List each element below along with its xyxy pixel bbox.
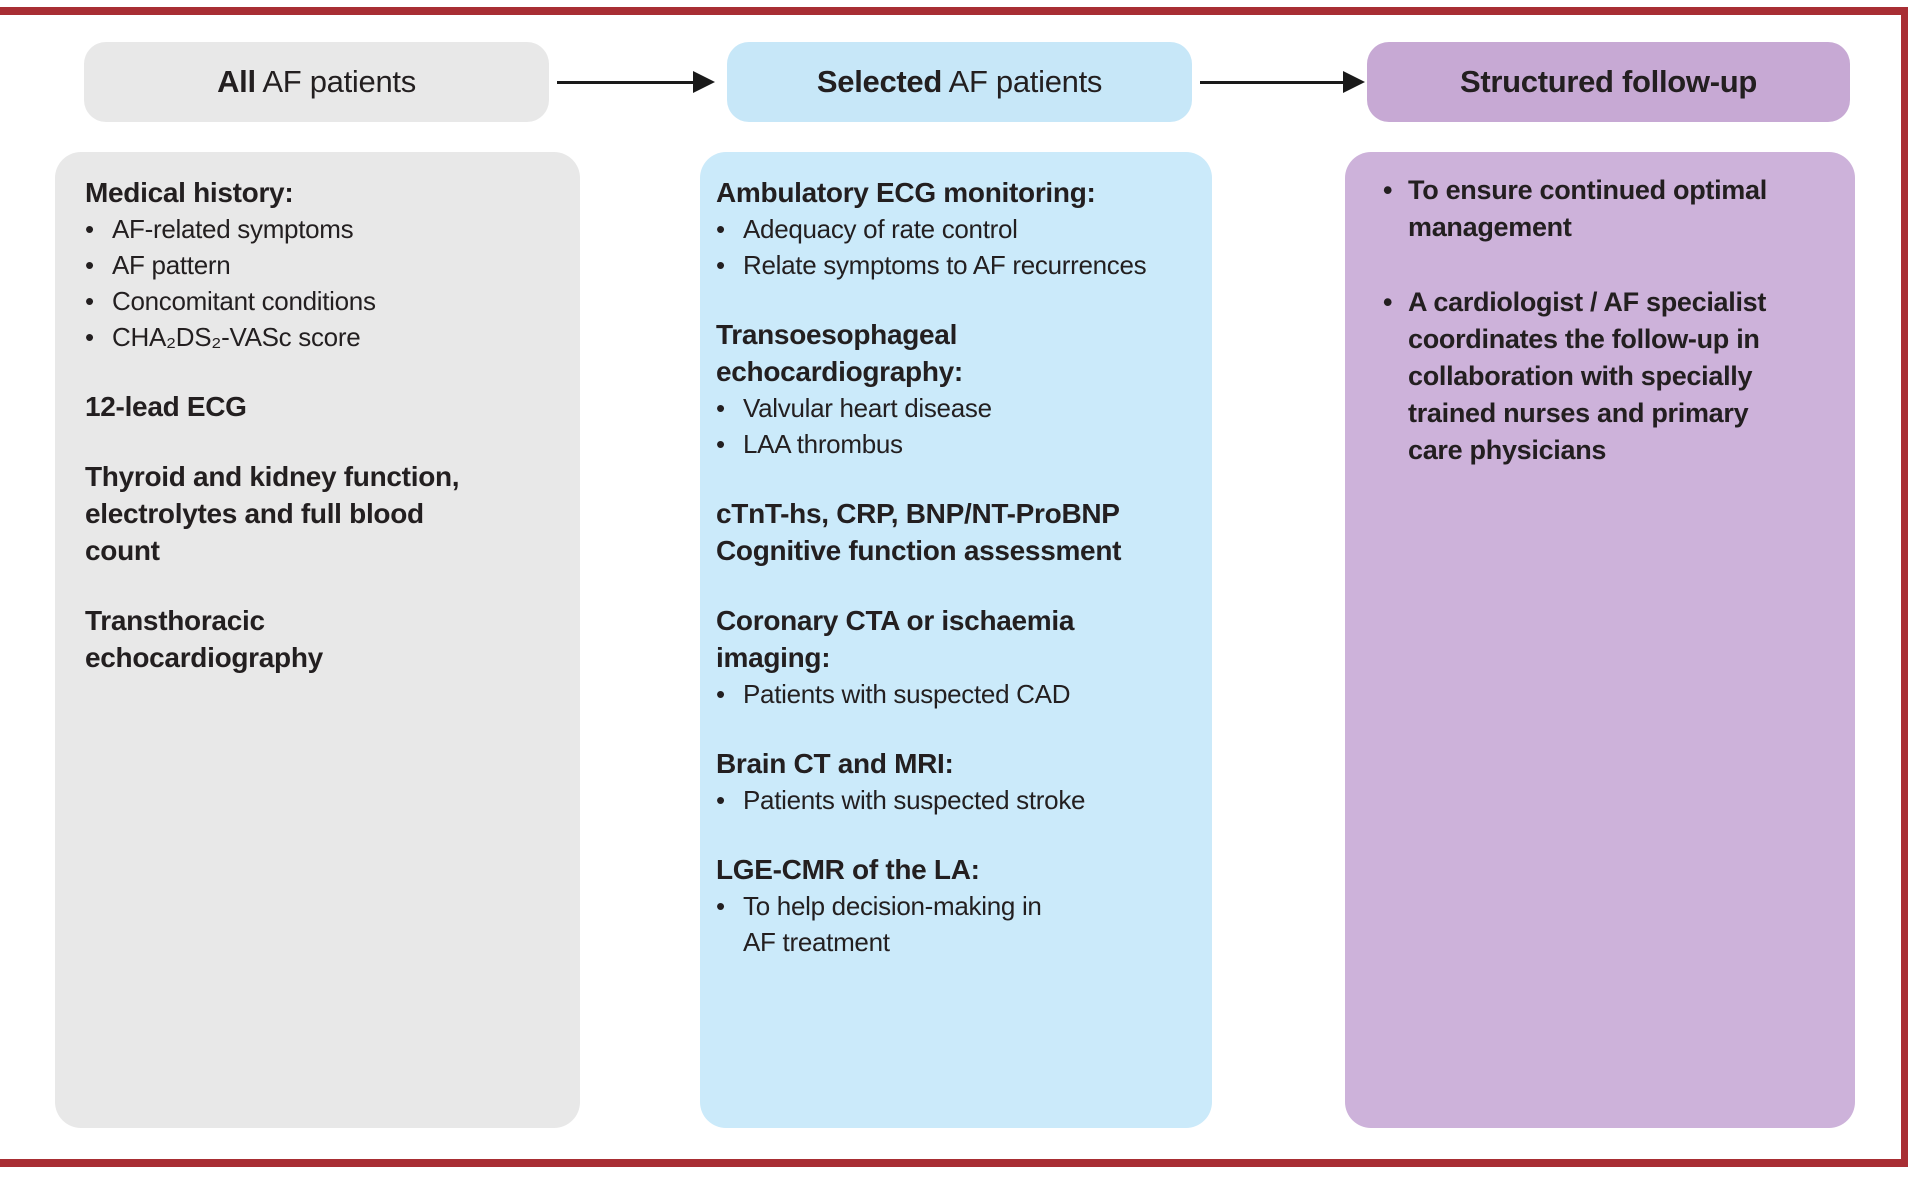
- pill-selected-af-patients: Selected AF patients: [727, 42, 1192, 122]
- list-item: • To help decision-making in AF treatmen…: [716, 888, 1200, 960]
- pill-selected-regular-text: AF patients: [942, 64, 1103, 99]
- bullet-icon: •: [85, 322, 94, 352]
- section-coronary-cta: Coronary CTA or ischaemia imaging: • Pat…: [716, 602, 1200, 712]
- pill-structured-follow-up: Structured follow-up: [1367, 42, 1850, 122]
- section-heading: Brain CT and MRI:: [716, 748, 954, 779]
- top-border-line: [0, 7, 1908, 15]
- pill-all-bold-text: All: [217, 64, 256, 99]
- section-lab-tests: Thyroid and kidney function, electrolyte…: [85, 458, 554, 569]
- bullet-icon: •: [85, 250, 94, 280]
- panel-structured-follow-up: • To ensure continued optimal management…: [1345, 152, 1855, 1128]
- section-lge-cmr: LGE-CMR of the LA: • To help decision-ma…: [716, 851, 1200, 960]
- list-item: • Patients with suspected CAD: [716, 676, 1200, 712]
- pill-all-af-patients: All AF patients: [84, 42, 549, 122]
- section-heading: cTnT-hs, CRP, BNP/NT-ProBNP Cognitive fu…: [716, 498, 1122, 566]
- bullet-icon: •: [85, 286, 94, 316]
- pill-followup-bold-text: Structured follow-up: [1459, 64, 1758, 99]
- bullet-icon: •: [1383, 287, 1393, 317]
- bottom-border-line: [0, 1159, 1908, 1167]
- panel-all-af-patients: Medical history: • AF-related symptoms •…: [55, 152, 580, 1128]
- bullet-icon: •: [1383, 175, 1393, 205]
- bullet-icon: •: [716, 214, 725, 244]
- bullet-icon: •: [716, 891, 725, 921]
- arrow-right-icon: [1200, 71, 1365, 93]
- right-border-line: [1901, 7, 1908, 1167]
- section-heading: LGE-CMR of the LA:: [716, 854, 980, 885]
- section-heading: Transthoracic echocardiography: [85, 605, 323, 673]
- list-item: • Concomitant conditions: [85, 283, 554, 319]
- list-item: • Adequacy of rate control: [716, 211, 1200, 247]
- section-transoesophageal-echo: Transoesophageal echocardiography: • Val…: [716, 316, 1200, 462]
- bullet-icon: •: [85, 214, 94, 244]
- list-item: • A cardiologist / AF specialist coordin…: [1383, 284, 1841, 469]
- arrow-right-icon: [557, 71, 715, 93]
- list-item: • Relate symptoms to AF recurrences: [716, 247, 1200, 283]
- section-biomarkers-cognitive: cTnT-hs, CRP, BNP/NT-ProBNP Cognitive fu…: [716, 495, 1200, 569]
- list-item: • AF-related symptoms: [85, 211, 554, 247]
- section-brain-ct-mri: Brain CT and MRI: • Patients with suspec…: [716, 745, 1200, 818]
- list-item: • Patients with suspected stroke: [716, 782, 1200, 818]
- section-transthoracic-echo: Transthoracic echocardiography: [85, 602, 554, 676]
- bullet-icon: •: [716, 250, 725, 280]
- section-heading: Medical history:: [85, 177, 294, 208]
- bullet-icon: •: [716, 393, 725, 423]
- section-ambulatory-ecg: Ambulatory ECG monitoring: • Adequacy of…: [716, 174, 1200, 283]
- list-item: • LAA thrombus: [716, 426, 1200, 462]
- panel-selected-af-patients: Ambulatory ECG monitoring: • Adequacy of…: [700, 152, 1212, 1128]
- list-item: • AF pattern: [85, 247, 554, 283]
- section-heading: Coronary CTA or ischaemia imaging:: [716, 605, 1075, 673]
- list-item: • To ensure continued optimal management: [1383, 172, 1841, 246]
- bullet-icon: •: [716, 679, 725, 709]
- list-item: • CHA₂DS₂-VASc score: [85, 319, 554, 355]
- bullet-icon: •: [716, 429, 725, 459]
- section-medical-history: Medical history: • AF-related symptoms •…: [85, 174, 554, 355]
- section-heading: Thyroid and kidney function, electrolyte…: [85, 461, 460, 566]
- section-heading: 12-lead ECG: [85, 391, 247, 422]
- section-heading: Transoesophageal echocardiography:: [716, 319, 963, 387]
- pill-selected-bold-text: Selected: [816, 64, 942, 99]
- pill-all-regular-text: AF patients: [255, 64, 416, 99]
- section-heading: Ambulatory ECG monitoring:: [716, 177, 1096, 208]
- section-12-lead-ecg: 12-lead ECG: [85, 388, 554, 425]
- list-item: • Valvular heart disease: [716, 390, 1200, 426]
- bullet-icon: •: [716, 785, 725, 815]
